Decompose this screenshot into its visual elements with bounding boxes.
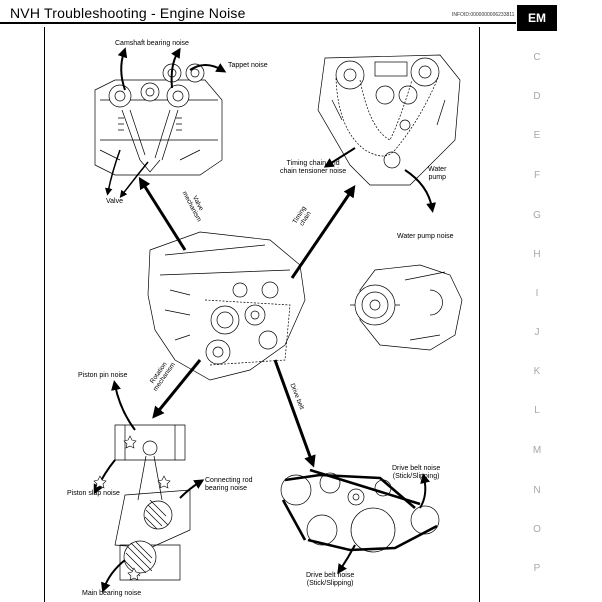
label-water-pump: Water pump — [428, 166, 447, 181]
section-letter-m[interactable]: M — [532, 445, 542, 456]
label-water-pump-noise: Water pump noise — [397, 233, 454, 240]
label-main-bearing-noise: Main bearing noise — [82, 590, 142, 597]
page-title: NVH Troubleshooting - Engine Noise — [10, 5, 246, 21]
label-piston-pin-noise: Piston pin noise — [78, 372, 128, 379]
section-index: EM C D E F G H I J K L M N O P — [517, 0, 602, 602]
header-rule — [0, 22, 516, 24]
water-pump-illustration — [350, 264, 463, 351]
label-piston-slap-noise: Piston slap noise — [67, 490, 120, 497]
label-tappet-noise: Tappet noise — [228, 62, 268, 69]
section-letter-e[interactable]: E — [533, 130, 541, 141]
section-letter-j[interactable]: J — [534, 327, 540, 338]
label-drive-belt-noise-lower: Drive belt noise (Stick/Slipping) — [306, 572, 355, 587]
section-letter-g[interactable]: G — [533, 210, 541, 221]
cylinder-head-illustration — [94, 63, 223, 176]
section-letter-d[interactable]: D — [533, 91, 541, 102]
info-id: INFOID:0000000006233811 — [452, 12, 515, 18]
label-valve: Valve — [106, 198, 123, 205]
section-letter-k[interactable]: K — [533, 366, 541, 377]
figure-frame — [44, 27, 480, 602]
section-letter-f[interactable]: F — [533, 170, 541, 181]
section-letter-p[interactable]: P — [533, 563, 541, 574]
section-letter-h[interactable]: H — [533, 249, 541, 260]
noise-stars — [93, 435, 171, 581]
label-camshaft-noise: Camshaft bearing noise — [115, 40, 189, 47]
engine-illustration — [147, 231, 306, 381]
section-letter-n[interactable]: N — [533, 485, 541, 496]
section-letter-i[interactable]: I — [535, 288, 539, 299]
diagram-arrows — [93, 47, 437, 593]
piston-illustration — [114, 424, 191, 581]
label-timing-chain-noise: Timing chain and chain tensioner noise — [280, 160, 347, 175]
label-connecting-rod-noise: Connecting rod bearing noise — [205, 477, 253, 492]
section-tab-em[interactable]: EM — [517, 5, 557, 31]
timing-chain-illustration — [317, 54, 461, 186]
section-letter-l[interactable]: L — [534, 405, 540, 416]
drive-belt-illustration — [280, 468, 440, 553]
label-drive-belt-noise-upper: Drive belt noise (Stick/Slipping) — [392, 465, 441, 480]
section-letter-c[interactable]: C — [533, 52, 541, 63]
section-letter-o[interactable]: O — [533, 524, 541, 535]
